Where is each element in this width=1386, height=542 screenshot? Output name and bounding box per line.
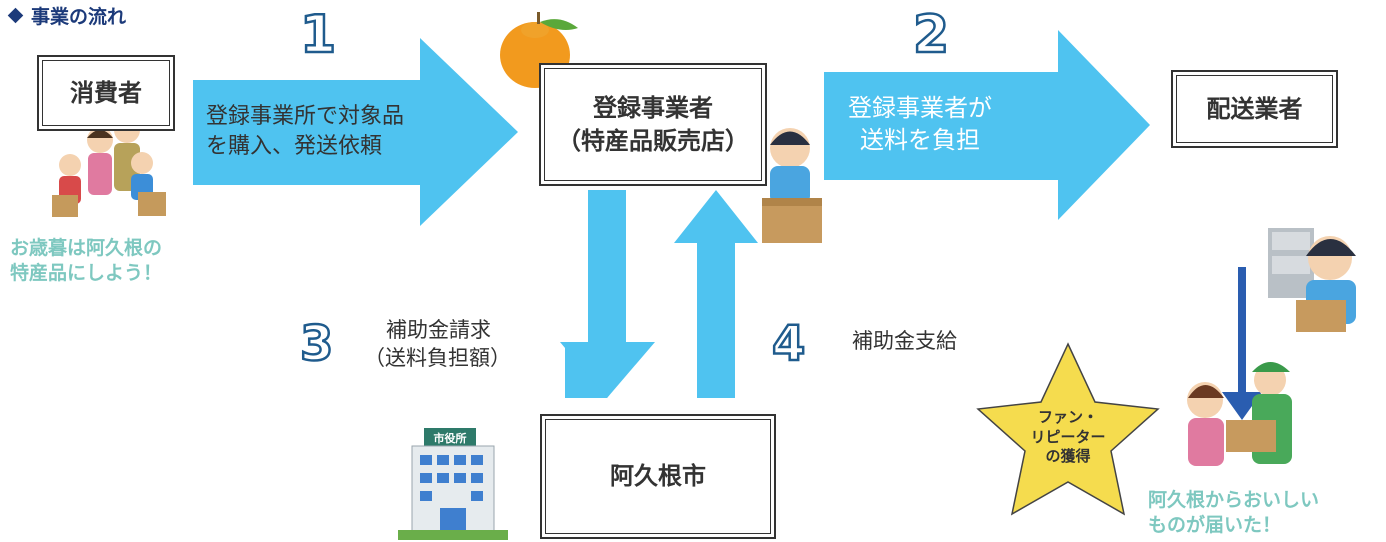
city-label: 阿久根市 [610,462,706,491]
page-title: 事業の流れ [4,2,126,29]
received-caption: 阿久根からおいしい ものが届いた！ [1148,488,1319,537]
merchant-label: 登録事業者 （特産品販売店） [557,92,749,157]
consumer-caption-line1: お歳暮は阿久根の [10,237,163,259]
title-text: 事業の流れ [31,6,127,28]
star-icon [976,342,1160,516]
arrow-subsidy-payment [674,190,758,398]
merchant-line2: （特産品販売店） [557,126,749,155]
clerk-icon [762,128,822,243]
step3-line1: 補助金請求 [386,318,491,342]
city-hall-icon [398,428,508,540]
arrow-shipping [824,30,1150,220]
consumer-label: 消費者 [70,78,142,107]
step-number-3: 3 [300,316,333,372]
step2-line2: 送料を負担 [860,126,980,155]
arrow-delivery-head [1222,392,1262,420]
step2-line1: 登録事業者が [848,94,992,122]
received-caption-line1: 阿久根からおいしい [1148,489,1320,511]
step1-text: 登録事業所で対象品 を購入、発送依頼 [206,102,404,161]
city-box: 阿久根市 [540,414,776,539]
step1-line2: を購入、発送依頼 [206,133,383,159]
consumer-caption: お歳暮は阿久根の 特産品にしよう！ [10,236,162,285]
star-text: ファン・ リピーター の獲得 [1010,408,1126,467]
consumer-caption-line2: 特産品にしよう！ [10,261,163,284]
star-line1: ファン・ [1037,408,1098,426]
star-line2: リピーター [1030,427,1106,446]
step3-line2: （送料負担額） [364,346,511,371]
delivery-box: 配送業者 [1171,70,1338,148]
merchant-line1: 登録事業者 [593,94,713,123]
step3-text: 補助金請求 （送料負担額） [364,316,511,373]
merchant-box: 登録事業者 （特産品販売店） [539,63,767,186]
call-center-icon [1268,228,1356,332]
step4-line1: 補助金支給 [852,329,957,353]
step1-line1: 登録事業所で対象品 [206,104,405,129]
received-caption-line2: ものが届いた！ [1148,513,1282,536]
step4-text: 補助金支給 [852,327,957,355]
star-line3: の獲得 [1045,447,1091,465]
step-number-4: 4 [772,316,805,372]
family-icon [52,117,166,217]
step-number-1: 1 [300,5,336,65]
diamond-icon [7,7,24,24]
arrow-purchase [193,38,518,226]
delivery-icon [1187,362,1292,466]
step-number-2: 2 [913,5,949,65]
delivery-label: 配送業者 [1206,94,1303,123]
step2-text: 登録事業者が 送料を負担 [848,92,992,157]
arrow-delivery-line [1238,267,1246,395]
city-hall-sign: 市役所 [434,431,467,445]
consumer-box: 消費者 [37,55,175,131]
